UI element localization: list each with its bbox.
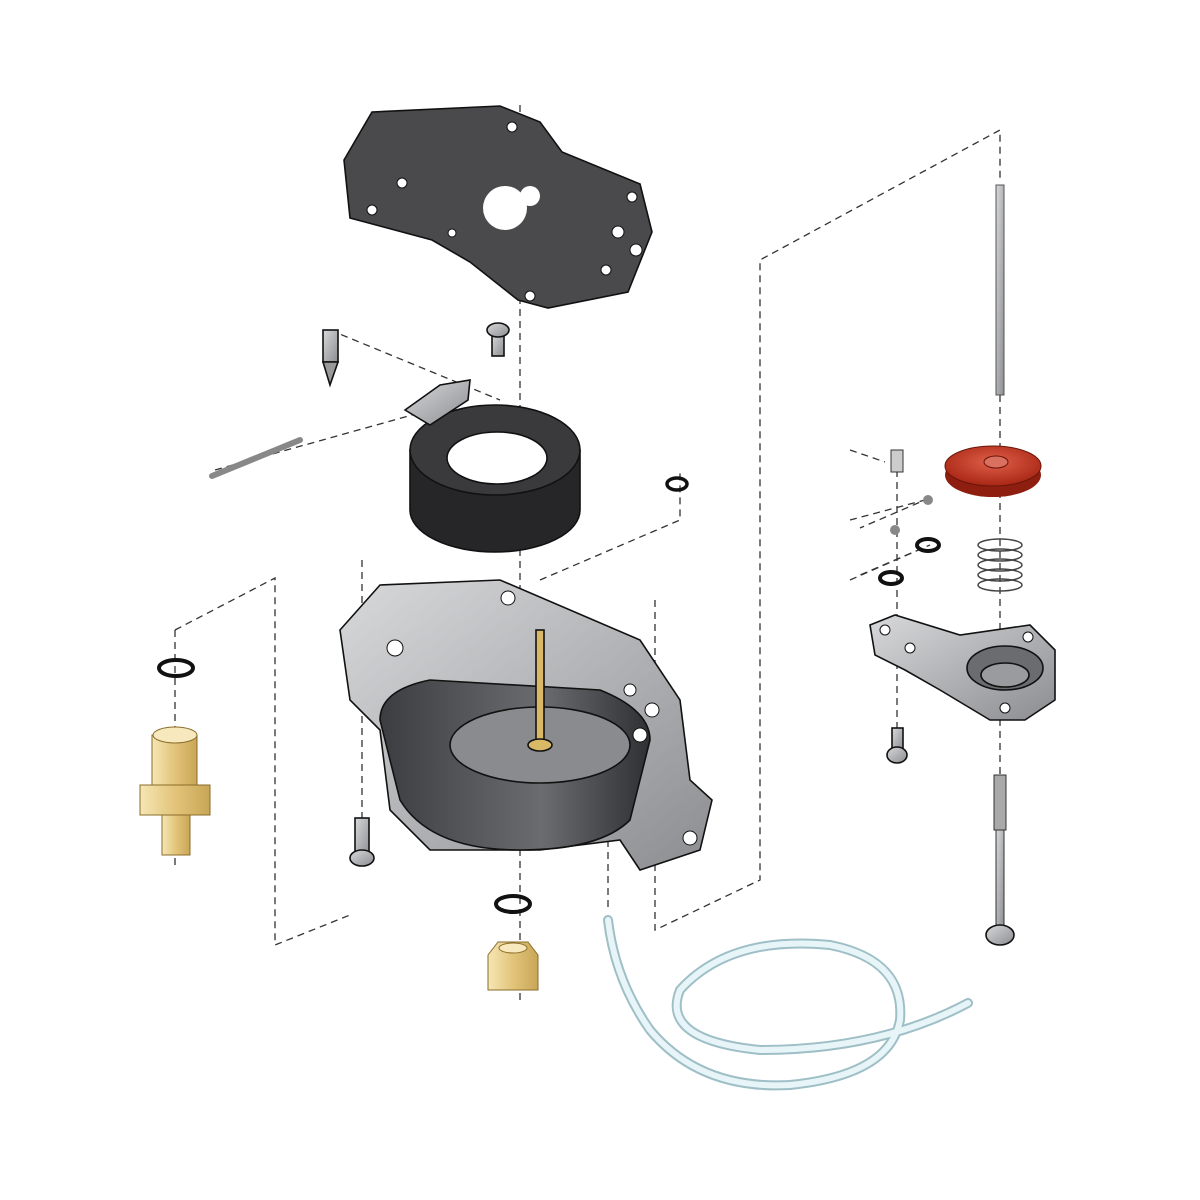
gasket-plate: [343, 105, 653, 309]
check-ball-1: [923, 495, 933, 505]
screw-pump-small: [886, 727, 908, 764]
adjustment-screw: [985, 774, 1015, 946]
float-needle-valve: [321, 329, 340, 388]
o-ring-right-2: [878, 570, 904, 586]
diaphragm: [944, 445, 1042, 497]
o-ring-right-1: [915, 537, 941, 553]
brass-nut: [487, 941, 539, 991]
screw-top: [486, 322, 510, 357]
small-spring: [890, 449, 904, 473]
float: [403, 379, 581, 553]
o-ring-bottom: [494, 894, 532, 914]
fuel-tube-highlight: [605, 917, 971, 1089]
carburetor-bowl: [339, 579, 713, 871]
rod: [995, 184, 1005, 396]
brass-fitting-left: [139, 726, 211, 856]
spring: [977, 538, 1023, 592]
o-ring-left: [157, 658, 195, 678]
check-ball-2: [890, 525, 900, 535]
o-ring-small: [665, 476, 689, 492]
pump-body: [869, 614, 1056, 721]
float-pin: [209, 437, 303, 479]
screw-bowl: [349, 817, 375, 867]
